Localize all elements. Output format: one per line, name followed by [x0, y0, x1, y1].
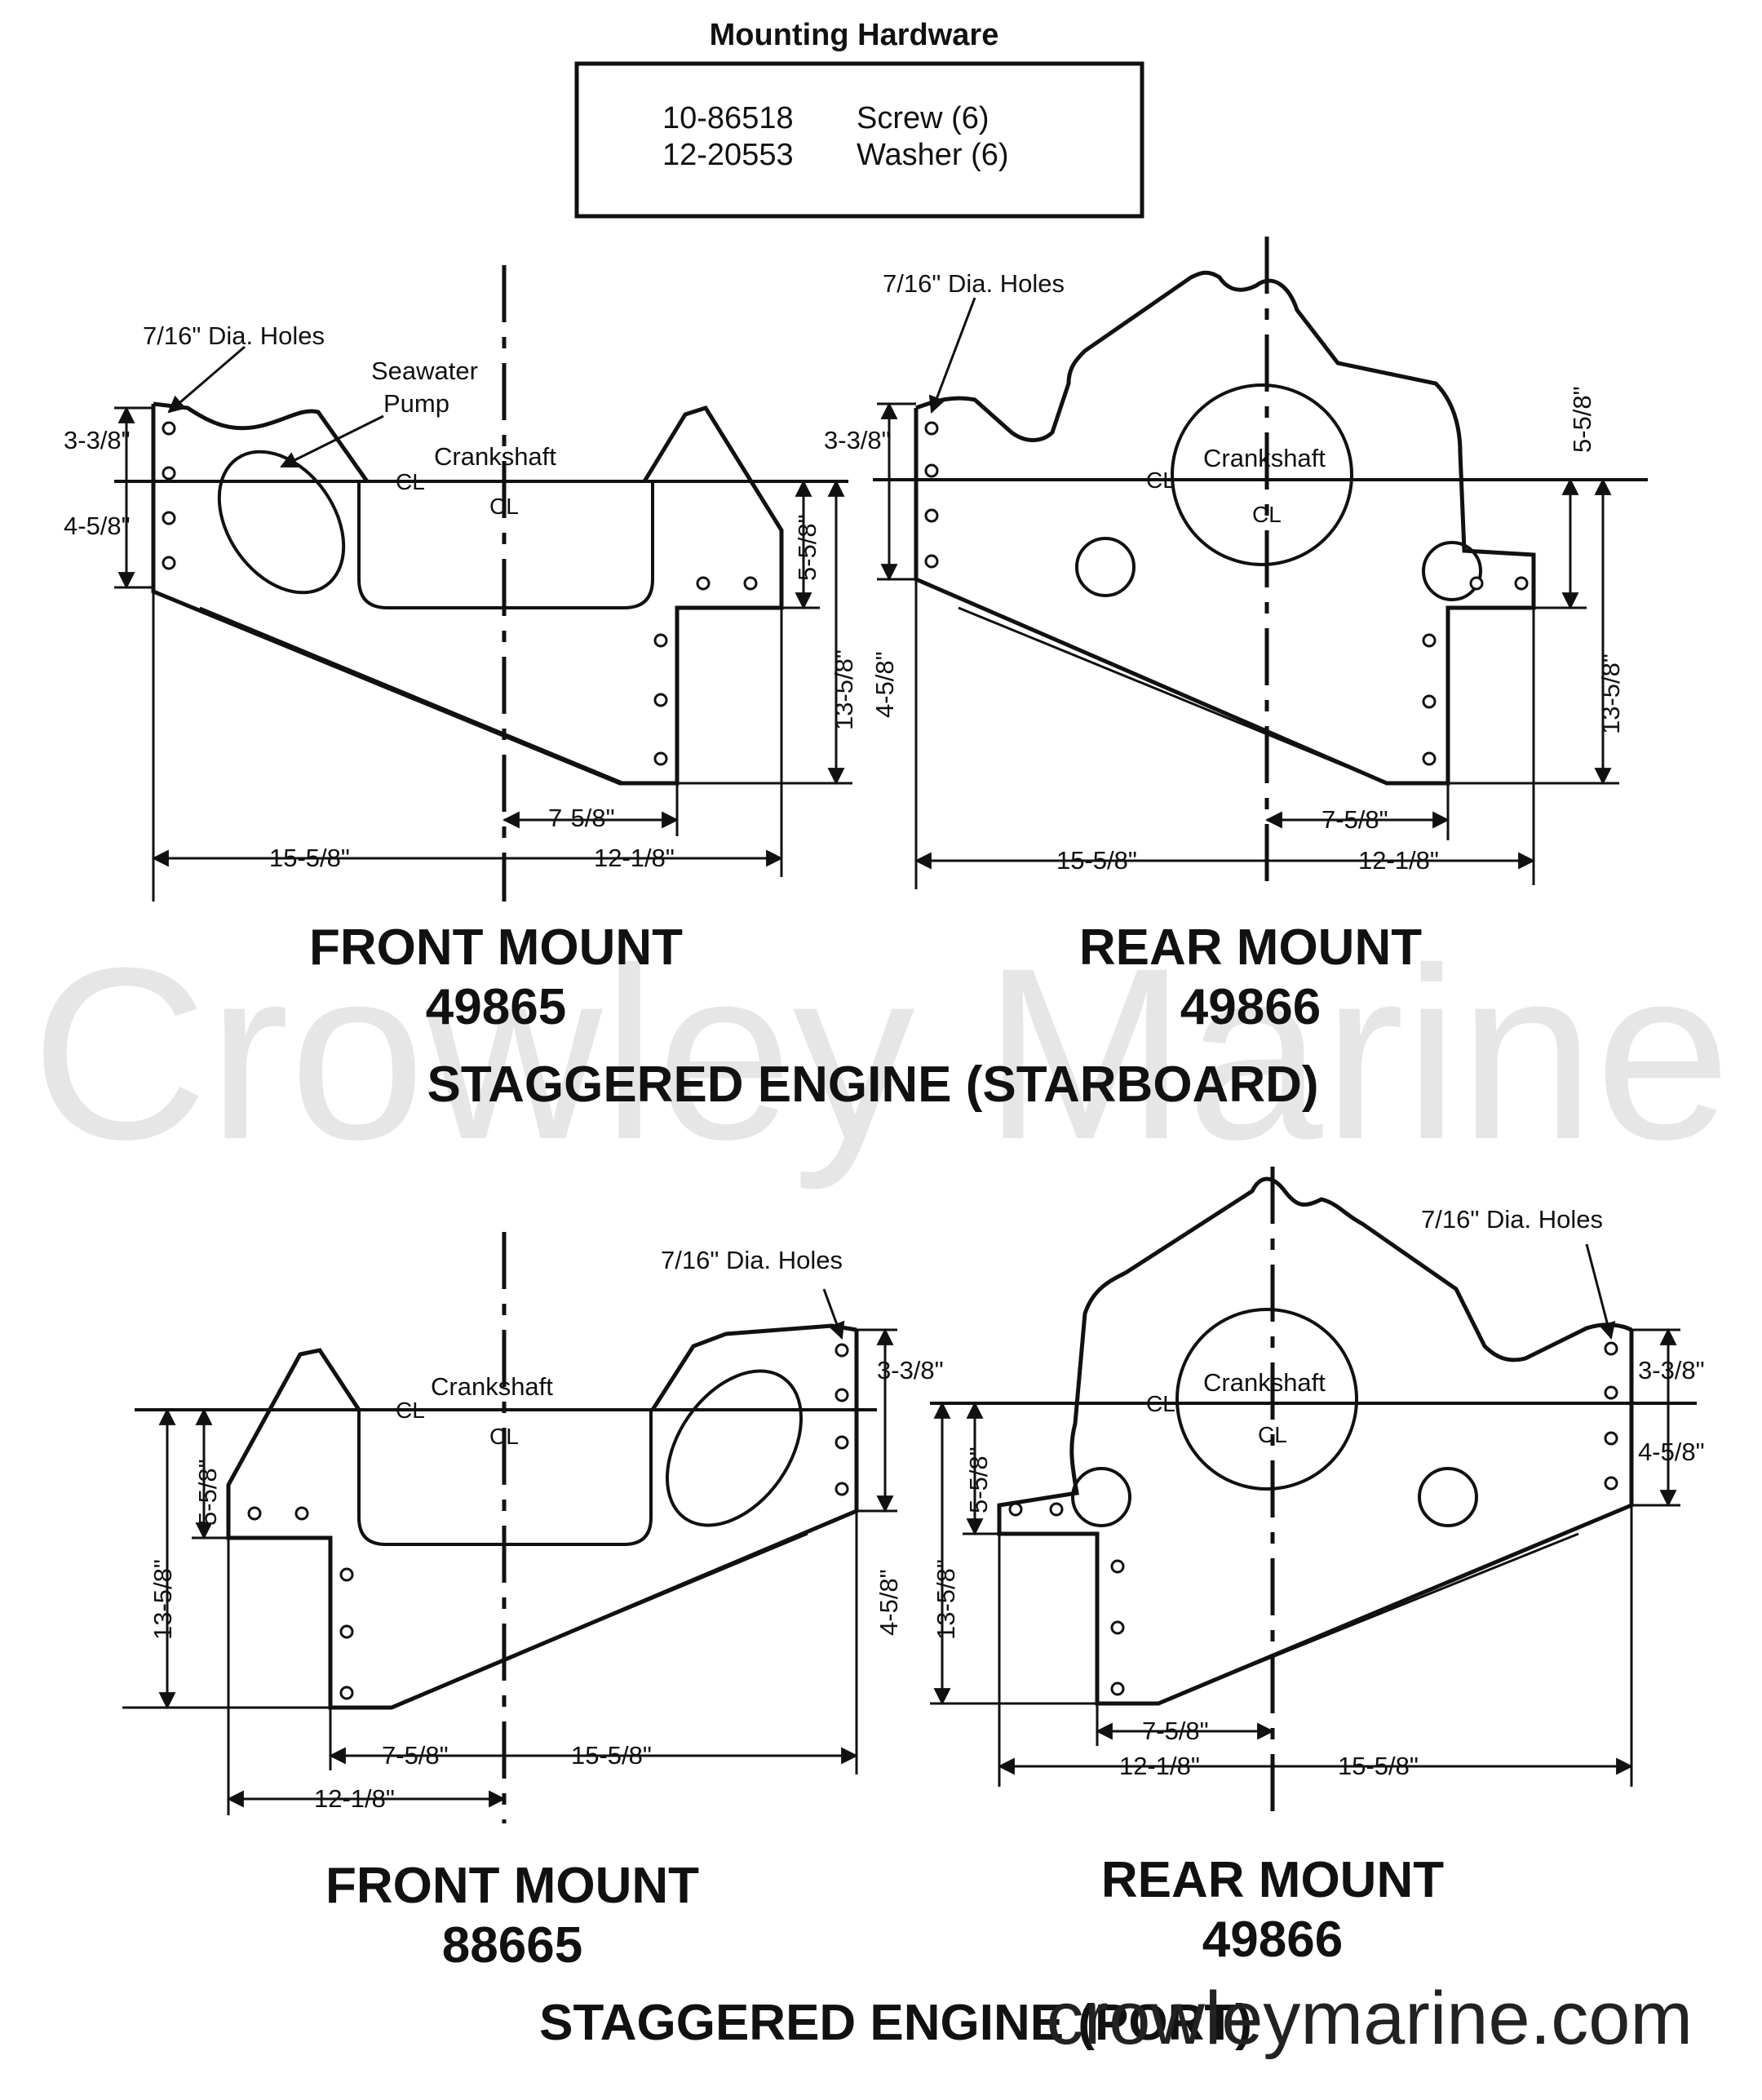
hardware-title: Mounting Hardware [710, 18, 999, 52]
dim-12-1-8: 12-1/8" [1119, 1752, 1200, 1780]
dim-15-5-8: 15-5/8" [269, 844, 350, 872]
cl-mark: CL [396, 1398, 425, 1423]
cl-mark: CL [396, 469, 425, 494]
port-front-mount-drawing [122, 1232, 897, 1823]
dim-13-5-8: 13-5/8" [148, 1559, 177, 1640]
crankshaft-label: Crankshaft [1203, 1368, 1326, 1397]
holes-label: 7/16" Dia. Holes [661, 1246, 843, 1274]
cl-mark: CL [489, 494, 519, 519]
dim-5-5-8: 5-5/8" [793, 514, 821, 581]
starboard-front-mount-labels: 7/16" Dia. Holes Seawater Pump Crankshaf… [64, 321, 858, 872]
port-rear-part: 49866 [1202, 1912, 1343, 1968]
holes-label: 7/16" Dia. Holes [143, 321, 325, 350]
cl-mark: CL [1146, 1391, 1175, 1416]
starboard-rear-part: 49866 [1180, 979, 1321, 1035]
starboard-rear-mount-drawing [873, 237, 1648, 889]
crankshaft-label: Crankshaft [431, 1372, 553, 1401]
watermark-text: Crowley Marine [31, 916, 1731, 1192]
dim-4-5-8: 4-5/8" [64, 512, 131, 540]
holes-label: 7/16" Dia. Holes [1421, 1205, 1603, 1234]
dim-5-5-8: 5-5/8" [964, 1447, 993, 1513]
port-front-part: 88665 [442, 1917, 582, 1974]
cl-mark: CL [1252, 502, 1282, 527]
port-rear-mount-drawing [930, 1167, 1697, 1823]
starboard-front-mount-drawing [114, 265, 852, 902]
dim-4-5-8: 4-5/8" [1638, 1438, 1705, 1466]
dim-13-5-8: 13-5/8" [1596, 653, 1625, 734]
cl-mark: CL [1146, 467, 1175, 493]
hardware-desc-1: Screw (6) [857, 101, 989, 135]
holes-label: 7/16" Dia. Holes [883, 269, 1065, 298]
starboard-front-title: FRONT MOUNT [309, 919, 683, 976]
pump-label: Pump [383, 389, 449, 418]
dim-12-1-8: 12-1/8" [314, 1784, 395, 1813]
cl-mark: CL [489, 1424, 519, 1449]
dim-4-5-8: 4-5/8" [874, 1569, 903, 1636]
seawater-label: Seawater [371, 357, 478, 385]
port-rear-mount-labels: 7/16" Dia. Holes Crankshaft CL CL 3-3/8"… [932, 1205, 1705, 1780]
dim-12-1-8: 12-1/8" [594, 844, 675, 872]
dim-15-5-8: 15-5/8" [1338, 1752, 1419, 1780]
crankshaft-label: Crankshaft [434, 442, 556, 471]
dim-7-5-8: 7-5/8" [548, 804, 615, 832]
starboard-rear-title: REAR MOUNT [1079, 919, 1422, 976]
starboard-front-part: 49865 [426, 979, 566, 1035]
dim-7-5-8: 7-5/8" [382, 1741, 449, 1770]
hardware-box: Mounting Hardware 10-86518 Screw (6) 12-… [574, 18, 1144, 219]
hardware-part-2: 12-20553 [662, 138, 794, 172]
port-front-title: FRONT MOUNT [325, 1858, 699, 1914]
port-rear-title: REAR MOUNT [1101, 1852, 1444, 1908]
hardware-part-1: 10-86518 [662, 101, 794, 135]
port-caption: STAGGERED ENGINE (PORT) [539, 1995, 1252, 2051]
dim-3-3-8: 3-3/8" [824, 426, 891, 454]
dim-5-5-8: 5-5/8" [193, 1459, 222, 1526]
dim-15-5-8: 15-5/8" [1056, 846, 1137, 875]
dim-13-5-8: 13-5/8" [830, 649, 858, 730]
dim-7-5-8: 7-5/8" [1142, 1717, 1209, 1745]
dim-3-3-8: 3-3/8" [64, 426, 131, 454]
dim-12-1-8: 12-1/8" [1358, 846, 1439, 875]
starboard-rear-mount-labels: 7/16" Dia. Holes Crankshaft CL CL 3-3/8"… [824, 269, 1625, 875]
watermark-url: crowleymarine.com [1047, 1977, 1693, 2060]
crankshaft-label: Crankshaft [1203, 444, 1326, 472]
port-front-mount-labels: 7/16" Dia. Holes Crankshaft CL CL 3-3/8"… [148, 1246, 944, 1813]
cl-mark: CL [1258, 1422, 1287, 1447]
dim-13-5-8: 13-5/8" [932, 1559, 960, 1640]
hardware-desc-2: Washer (6) [857, 138, 1009, 172]
dim-3-3-8: 3-3/8" [1638, 1356, 1705, 1384]
dim-4-5-8: 4-5/8" [870, 651, 899, 718]
dim-5-5-8: 5-5/8" [1568, 386, 1596, 453]
dim-7-5-8: 7-5/8" [1322, 805, 1388, 834]
starboard-caption: STAGGERED ENGINE (STARBOARD) [427, 1057, 1318, 1113]
dim-3-3-8: 3-3/8" [877, 1356, 944, 1384]
dim-15-5-8: 15-5/8" [571, 1741, 652, 1770]
